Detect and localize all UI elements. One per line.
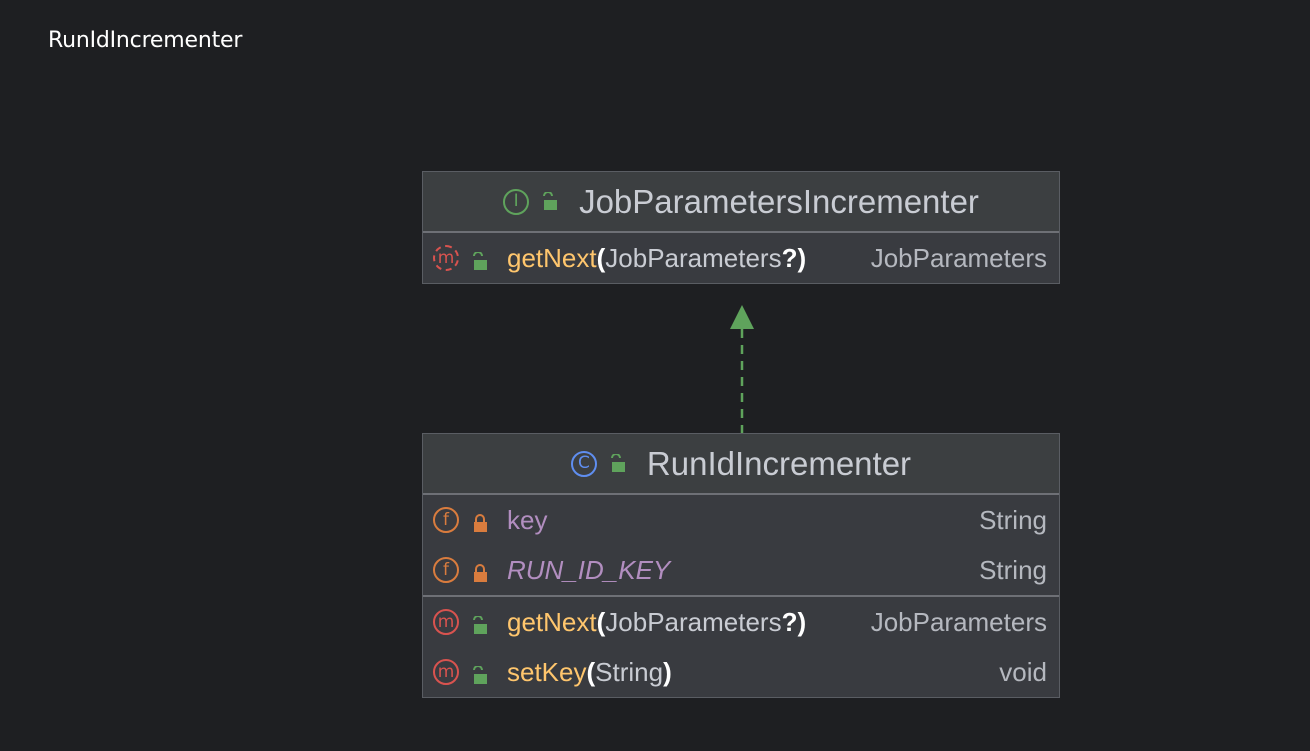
method-param: String <box>595 656 664 687</box>
open-lock-icon <box>471 612 489 634</box>
field-type: String <box>979 554 1047 585</box>
closed-lock-icon <box>471 560 489 582</box>
method-param: JobParameters <box>605 242 782 273</box>
closed-lock-icon <box>471 510 489 532</box>
field-name: RUN_ID_KEY <box>507 554 671 585</box>
method-name: getNext <box>507 606 597 637</box>
class-box[interactable]: C RunIdIncrementer f key String f RUN <box>422 433 1060 698</box>
page-title: RunIdIncrementer <box>48 28 243 53</box>
interface-header: I JobParametersIncrementer <box>423 172 1059 233</box>
interface-icon: I <box>503 188 530 215</box>
field-icon: f <box>433 557 459 583</box>
implements-arrow <box>730 305 754 433</box>
field-row[interactable]: f RUN_ID_KEY String <box>423 545 1059 595</box>
interface-box[interactable]: I JobParametersIncrementer m getNext(Job… <box>422 171 1060 284</box>
open-lock-icon <box>609 452 627 474</box>
param-suffix: ? <box>781 606 798 637</box>
class-fields: f key String f RUN_ID_KEY String <box>423 495 1059 597</box>
open-lock-icon <box>541 190 559 212</box>
method-icon: m <box>433 609 459 635</box>
field-type: String <box>979 504 1047 535</box>
method-row[interactable]: m setKey(String) void <box>423 647 1059 697</box>
class-header: C RunIdIncrementer <box>423 434 1059 495</box>
abstract-method-icon: m <box>433 245 459 271</box>
method-param: JobParameters <box>605 606 782 637</box>
method-name: getNext <box>507 242 597 273</box>
method-row[interactable]: m getNext(JobParameters?) JobParameters <box>423 597 1059 647</box>
return-type: JobParameters <box>870 606 1047 637</box>
return-type: JobParameters <box>870 242 1047 273</box>
method-icon: m <box>433 659 459 685</box>
method-name: setKey <box>507 656 587 687</box>
param-suffix: ? <box>781 242 798 273</box>
return-type: void <box>999 656 1047 687</box>
interface-methods: m getNext(JobParameters?) JobParameters <box>423 233 1059 283</box>
field-name: key <box>507 504 548 535</box>
open-lock-icon <box>471 248 489 270</box>
class-name: RunIdIncrementer <box>646 444 912 482</box>
class-icon: C <box>570 450 597 477</box>
interface-name: JobParametersIncrementer <box>579 182 979 220</box>
class-methods: m getNext(JobParameters?) JobParameters … <box>423 597 1059 697</box>
method-row[interactable]: m getNext(JobParameters?) JobParameters <box>423 233 1059 283</box>
field-icon: f <box>433 507 459 533</box>
field-row[interactable]: f key String <box>423 495 1059 545</box>
open-lock-icon <box>471 662 489 684</box>
